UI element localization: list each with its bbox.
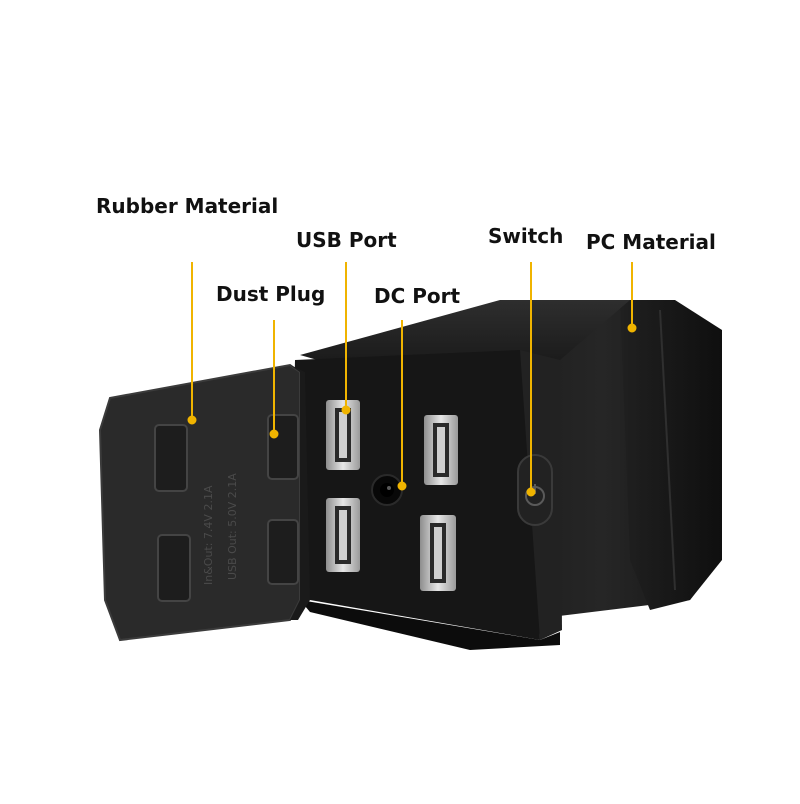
switch-marker: [526, 487, 536, 497]
rubber-material-marker: [187, 415, 197, 425]
port-panel: [290, 350, 540, 640]
label-pc-material: PC Material: [586, 230, 716, 254]
rubber-flap: In&Out: 7.4V 2.1A USB Out: 5.0V 2.1A: [98, 363, 310, 642]
pc-end-cap: [620, 300, 722, 610]
flap-spec-line-1: In&Out: 7.4V 2.1A: [202, 485, 215, 585]
flap-spec-line-2: USB Out: 5.0V 2.1A: [226, 473, 239, 580]
label-rubber-material: Rubber Material: [96, 194, 279, 218]
device-body: [290, 300, 722, 650]
pc-material-marker: [627, 323, 637, 333]
usb-port-bottom-right: [420, 515, 456, 591]
usb-port-bottom-left: [326, 498, 360, 572]
label-dust-plug: Dust Plug: [216, 282, 326, 306]
usb-port-top-left: [326, 400, 360, 470]
dc-port-marker: [397, 481, 407, 491]
label-switch: Switch: [488, 224, 564, 248]
label-usb-port: USB Port: [296, 228, 397, 252]
usb-port-marker: [341, 405, 351, 415]
callout-leaders: [187, 262, 637, 497]
dust-plug-marker: [269, 429, 279, 439]
label-dc-port: DC Port: [374, 284, 461, 308]
dc-port: [371, 474, 403, 506]
usb-port-top-right: [424, 415, 458, 485]
